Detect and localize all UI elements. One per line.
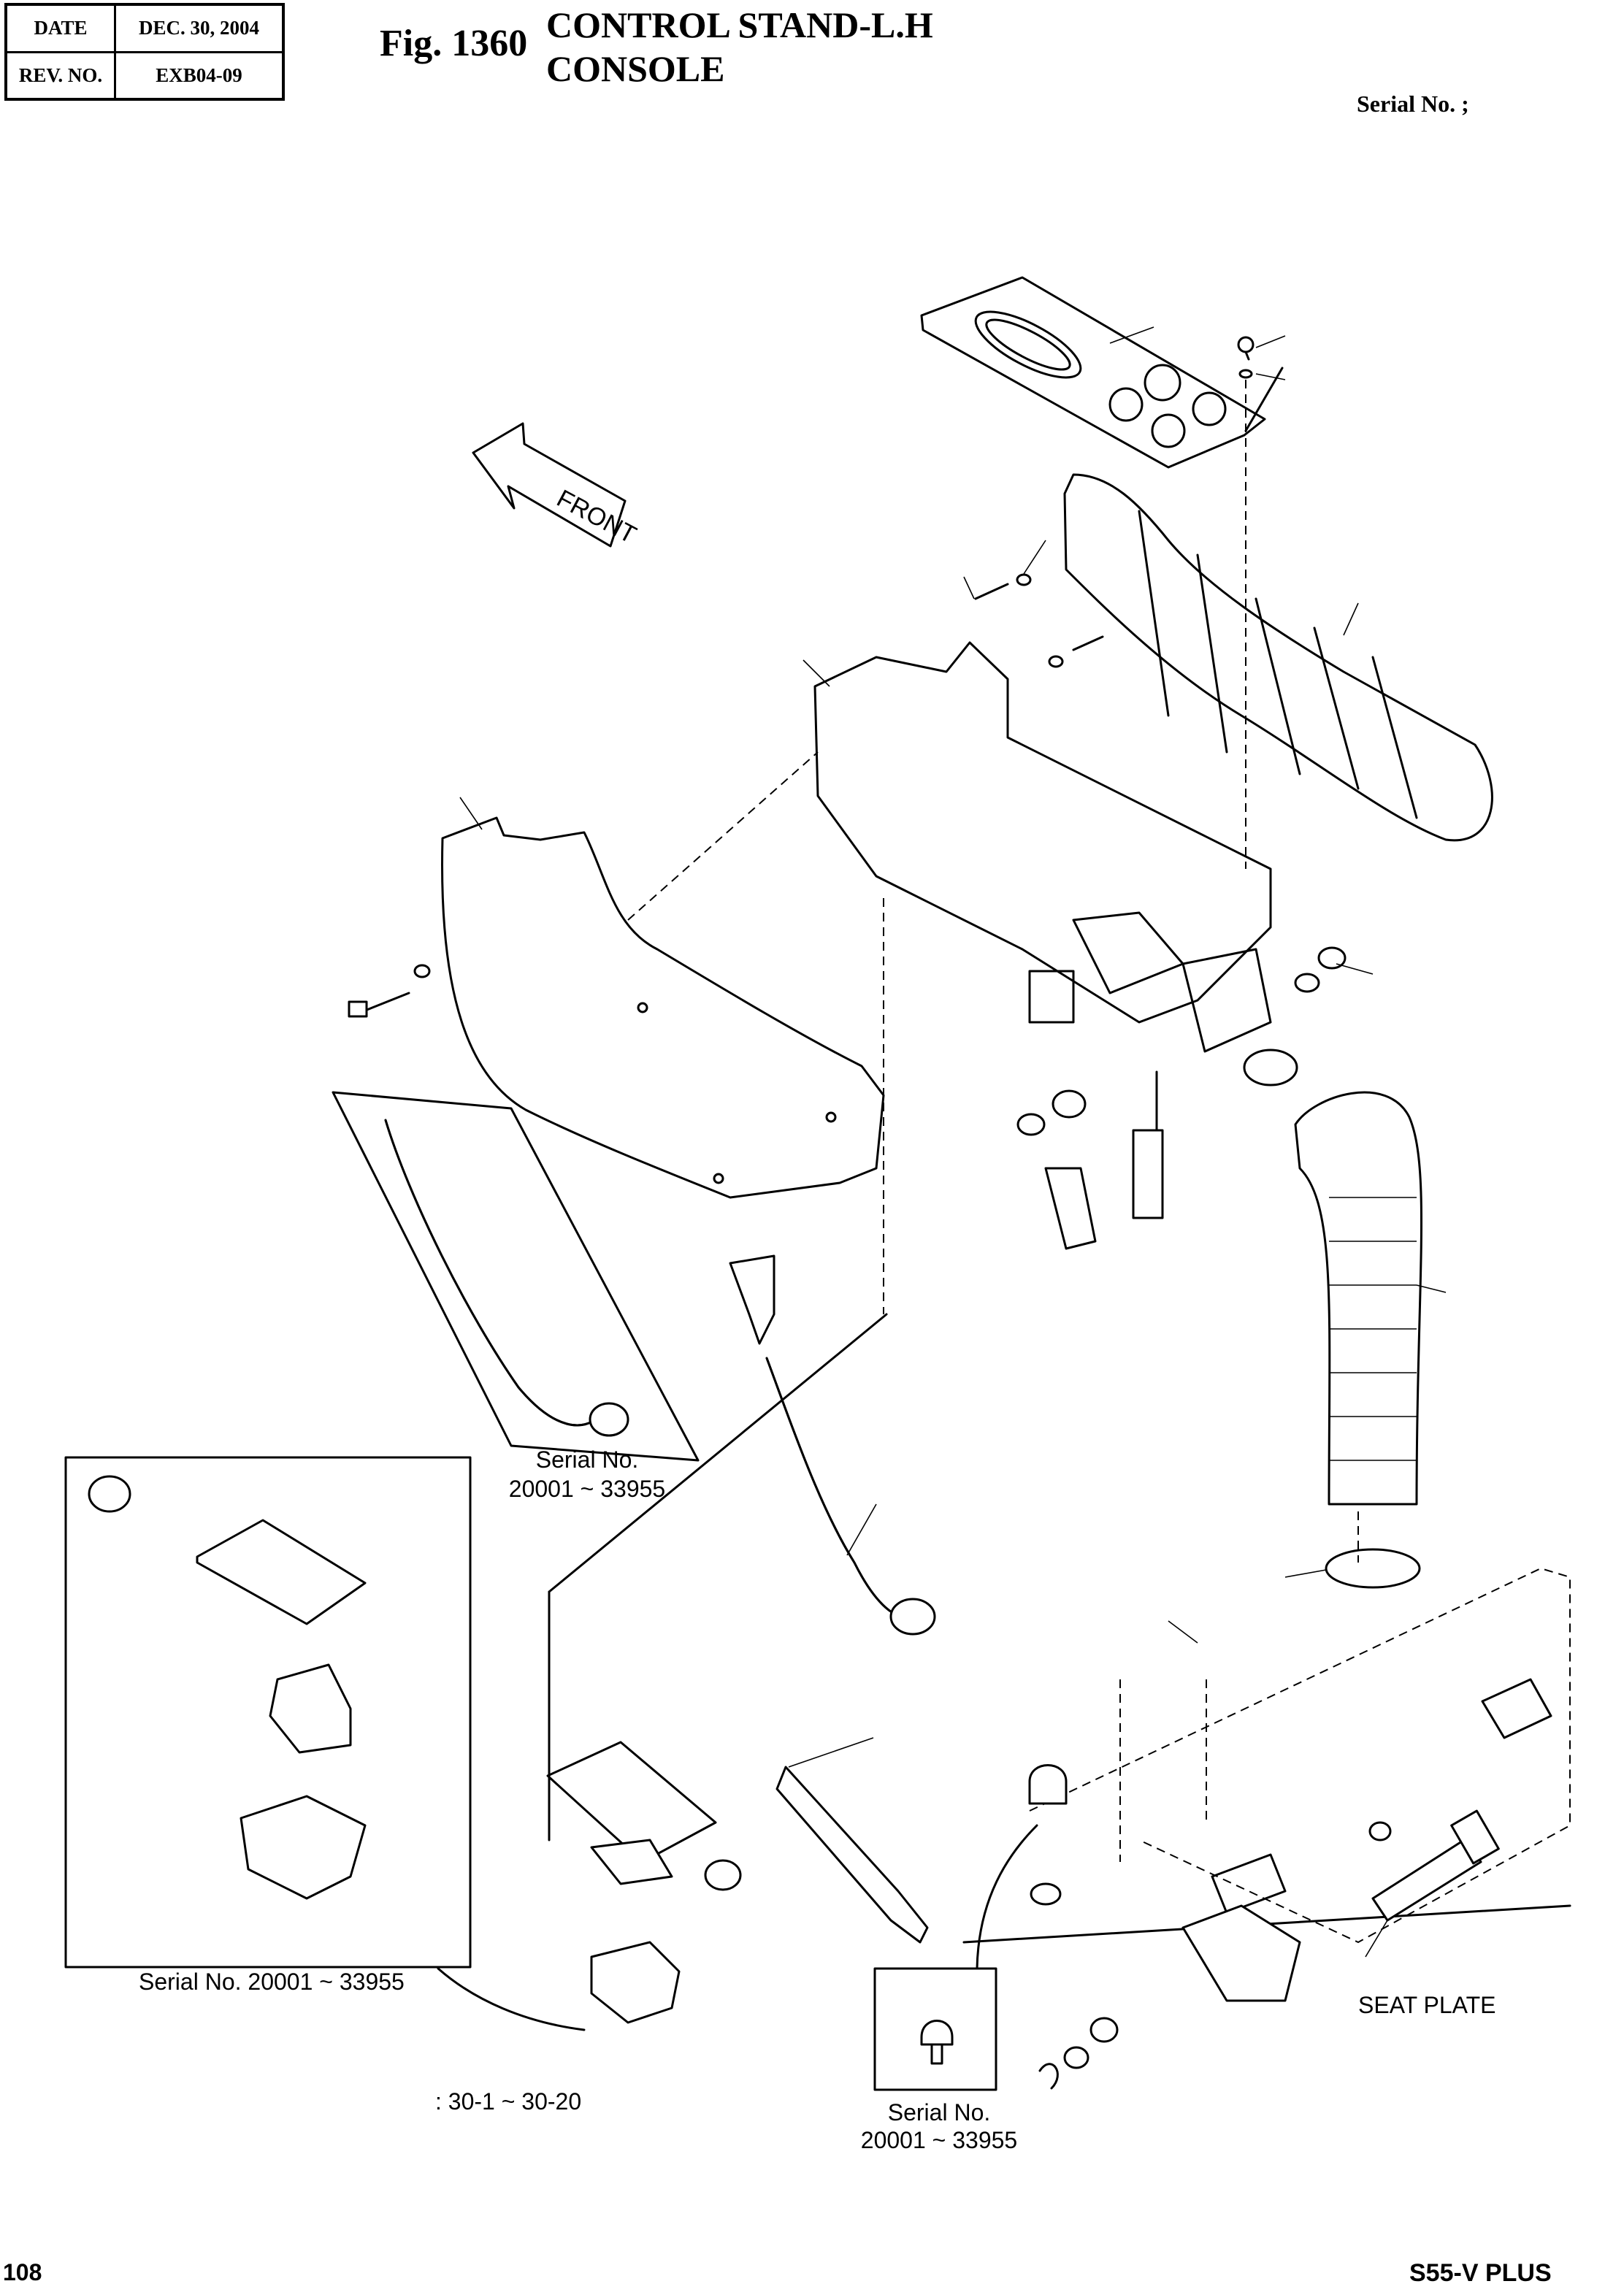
main-lever (729, 1254, 936, 1636)
rubber-stopper-inset (920, 2020, 954, 2065)
serial-label-c-line2: 20001 ~ 33955 (861, 2127, 1017, 2153)
date-label: DATE (4, 3, 116, 53)
alignment-lines (627, 380, 1359, 1862)
title-line-1: CONTROL STAND-L.H (546, 4, 933, 45)
range-note: : 30-1 ~ 30-20 (435, 2088, 582, 2115)
serial-label-b: Serial No. 20001 ~ 33955 (139, 1969, 405, 1995)
detail-inset-c (873, 1967, 997, 2091)
duct-hose (1243, 946, 1423, 1589)
rev-label: REV. NO. (4, 50, 116, 101)
model-name: S55-V PLUS (1409, 2259, 1552, 2287)
console-frame (813, 641, 1272, 1053)
date-value: DEC. 30, 2004 (114, 3, 285, 53)
serial-label-c-line1: Serial No. (888, 2099, 991, 2126)
figure-number: Fig. 1360 (380, 23, 528, 64)
callout-leaders (459, 326, 1447, 1958)
console-cover-plate (920, 276, 1284, 469)
serial-label-a-line2: 20001 ~ 33955 (509, 1476, 665, 1502)
figure-title: CONTROL STAND-L.H CONSOLE (546, 3, 933, 91)
title-line-2: CONSOLE (546, 48, 725, 89)
rev-value: EXB04-09 (114, 50, 285, 101)
latch-mechanism (546, 1741, 929, 2024)
leader-curve-right (976, 1824, 1038, 1970)
seat-plate (962, 1567, 1571, 2002)
serial-number-header: Serial No. ; (1357, 91, 1469, 117)
latch-mechanism-inset (88, 1475, 367, 1900)
pivot-bolt (1038, 1809, 1500, 2090)
console-left-panel (441, 816, 885, 1199)
seat-plate-label: SEAT PLATE (1358, 1992, 1496, 2018)
serial-label-a-line1: Serial No. (536, 1446, 639, 1473)
revision-block: DATE DEC. 30, 2004 REV. NO. EXB04-09 (4, 3, 285, 101)
limit-switch-assembly (1016, 1070, 1164, 1250)
lever-inset-a (332, 1091, 700, 1462)
console-fasteners (348, 573, 1104, 1018)
console-side-trim (1063, 473, 1493, 842)
leader-curve-left (437, 1967, 586, 2031)
front-direction-arrow: FRONT (472, 422, 640, 549)
cover-bolt (1237, 336, 1255, 379)
detail-inset-b (64, 1456, 472, 1969)
page-number: 108 (3, 2259, 42, 2285)
